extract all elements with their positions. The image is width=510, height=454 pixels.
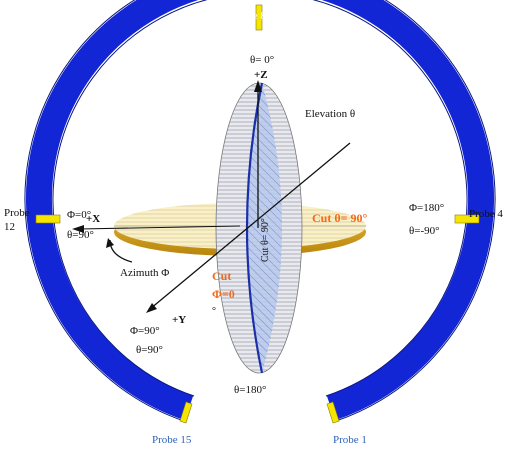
azimuth-rotation-arrowhead [106,238,114,248]
right-phi-label: Φ=180° [409,202,444,214]
y-axis-arrowhead [146,303,157,313]
x-axis-line [79,225,241,230]
probe-ring-outer-edge [24,0,496,422]
probe-15-label: Probe 15 [152,434,192,446]
elevation-label: Elevation θ [305,108,355,120]
azimuth-label: Azimuth Φ [120,267,169,279]
theta-bottom-label: θ=180° [234,384,266,396]
right-theta-label: θ=-90° [409,225,440,237]
probe-ring [26,0,494,421]
probe-12-label-line2: 12 [4,221,15,233]
z-axis-arrowhead [254,80,262,92]
probe-12-label-line1: Probe [4,207,30,219]
left-theta-label: θ=90° [67,229,94,241]
probe-ring-inner-edge [52,0,468,397]
probe-1-marker [326,401,340,424]
x-axis-label: +X [86,213,100,225]
probe-8-marker [255,4,263,31]
z-axis-label: +Z [254,69,268,81]
theta-top-label: θ= 0° [250,54,274,66]
probe-4-label: Probe 4 [469,208,503,220]
x-axis-arrowhead [72,225,84,233]
degree-mark: ° [212,306,216,317]
cut-theta-label: Cut θ= 90° [312,211,367,225]
probe-1-label: Probe 1 [333,434,367,446]
cut-phi-label-line2: Φ=0 [212,287,235,301]
cut-phi-label-line1: Cut [212,269,231,283]
probe-4-marker [454,214,480,224]
probe-15-marker [179,401,193,424]
y-theta-label: θ=90° [136,344,163,356]
y-axis-line [149,142,351,310]
cut-vertical-label: Cut θ= 90° [260,218,271,262]
probe-12-marker [35,214,61,224]
y-axis-label: +Y [172,314,186,326]
azimuth-rotation-arrow [109,239,133,263]
elevation-disc-front-half-hatch [247,83,282,373]
y-phi-label: Φ=90° [130,325,160,337]
probe-8-label: Probe 8 [232,10,266,22]
left-phi-label: Φ=0° [67,209,91,221]
